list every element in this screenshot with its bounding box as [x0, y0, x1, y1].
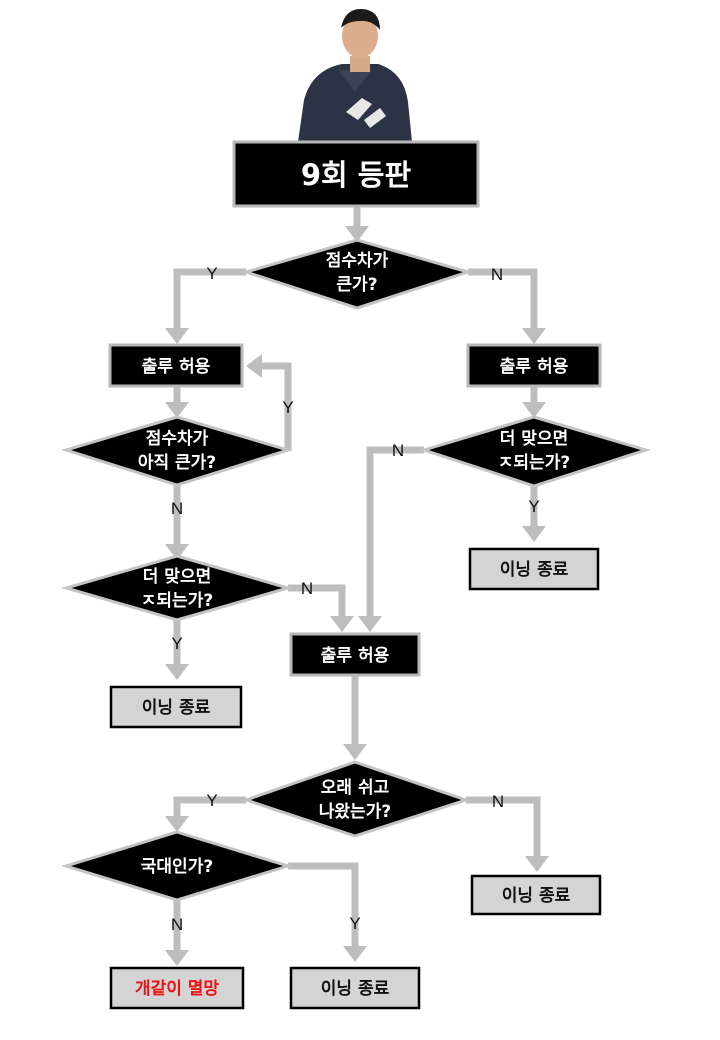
node-end-right-top-label: 이닝 종료 [500, 560, 569, 580]
label-rested-yes: Y [206, 791, 217, 810]
label-hitleft-no: N [301, 579, 313, 598]
player-photo [298, 8, 412, 142]
label-hitright-yes: Y [528, 497, 539, 516]
label-q1-yes: Y [206, 264, 217, 283]
node-allow-right: 출루 허용 [466, 343, 602, 388]
label-hitleft-yes: Y [171, 634, 182, 653]
label-national-no: N [171, 915, 183, 934]
decision-rested-line2: 나왔는가? [319, 802, 391, 822]
decision-big-diff-line2: 큰가? [336, 275, 377, 295]
label-national-yes: Y [349, 914, 360, 933]
node-end-right-bottom: 이닝 종료 [470, 874, 602, 916]
node-allow-right-label: 출루 허용 [500, 357, 569, 377]
decision-still-big: 점수차가 아직 큰가? [60, 415, 294, 487]
decision-national-label: 국대인가? [141, 857, 213, 877]
node-start: 9회 등판 [232, 140, 480, 208]
node-allow-left-label: 출루 허용 [142, 357, 211, 377]
decision-big-diff-line1: 점수차가 [326, 251, 389, 271]
decision-more-hit-left-line2: ㅈ되는가? [141, 591, 213, 611]
label-still-yes: Y [282, 398, 293, 417]
node-end-right-bottom-label: 이닝 종료 [502, 886, 571, 906]
decision-more-hit-left-line1: 더 맞으면 [143, 567, 211, 587]
node-end-bottom-center-label: 이닝 종료 [321, 979, 390, 999]
edge-labels: Y N Y N Y N N Y Y N N Y [171, 264, 540, 934]
node-allow-center-label: 출루 허용 [321, 646, 390, 666]
decision-more-hit-right-line1: 더 맞으면 [500, 429, 568, 449]
node-end-bottom-center: 이닝 종료 [289, 966, 421, 1010]
label-still-no: N [171, 499, 183, 518]
node-bad-end-label: 개같이 멸망 [135, 979, 219, 999]
label-q1-no: N [491, 265, 503, 284]
decision-still-big-line1: 점수차가 [146, 429, 209, 449]
label-rested-no: N [492, 792, 504, 811]
label-hitright-no: N [392, 441, 404, 460]
node-bad-end: 개같이 멸망 [109, 966, 245, 1010]
decision-rested-line1: 오래 쉬고 [321, 778, 390, 798]
decision-still-big-line2: 아직 큰가? [138, 453, 216, 473]
decision-more-hit-right: 더 맞으면 ㅈ되는가? [418, 415, 652, 488]
node-end-left: 이닝 종료 [109, 685, 243, 729]
decision-rested: 오래 쉬고 나왔는가? [241, 760, 471, 838]
node-end-right-top: 이닝 종료 [468, 547, 600, 591]
node-start-label: 9회 등판 [301, 158, 412, 192]
node-allow-center: 출루 허용 [289, 632, 421, 677]
node-allow-left: 출루 허용 [108, 343, 244, 388]
decision-more-hit-right-line2: ㅈ되는가? [498, 453, 570, 473]
node-end-left-label: 이닝 종료 [142, 698, 211, 718]
decision-national: 국대인가? [60, 830, 294, 902]
decision-big-diff: 점수차가 큰가? [240, 238, 474, 310]
decision-more-hit-left: 더 맞으면 ㅈ되는가? [60, 554, 294, 622]
connectors [165, 206, 549, 966]
